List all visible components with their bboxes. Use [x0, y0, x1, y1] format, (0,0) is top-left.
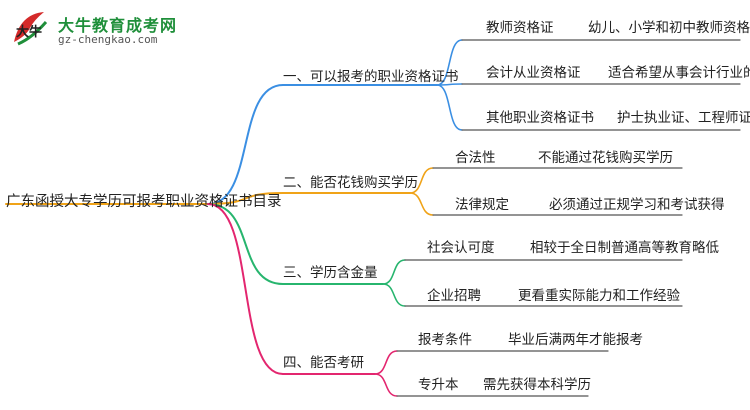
- logo-name: 大牛教育成考网: [58, 16, 178, 35]
- branch-2-item-2-label: 法律规定: [455, 197, 509, 213]
- branch-4-label: 四、能否考研: [283, 355, 364, 371]
- logo-mark-text: 大牛: [16, 24, 42, 40]
- branch-2-item-1-value: 不能通过花钱购买学历: [538, 150, 673, 166]
- branch-4-item-1-value: 毕业后满两年才能报考: [508, 332, 643, 348]
- branch-3-item-1-value: 相较于全日制普通高等教育略低: [530, 240, 719, 256]
- branch-1-item-1-label: 教师资格证: [486, 20, 554, 36]
- branch-3-connector: [207, 203, 284, 285]
- root-node: 广东函授大专学历可报考职业资格证书目录: [6, 194, 282, 210]
- branch-4-connector: [207, 203, 284, 375]
- branch-1-item-1-connector: [436, 39, 463, 86]
- branch-1-connector: [207, 84, 284, 205]
- branch-1-label: 一、可以报考的职业资格证书: [283, 69, 459, 85]
- branch-4-item-2-label: 专升本: [418, 377, 459, 393]
- branch-1-item-3-value: 护士执业证、工程师证等: [617, 110, 750, 126]
- branch-4-item-2-connector: [374, 373, 398, 397]
- branch-3-item-2-connector: [382, 283, 406, 307]
- branch-2-item-2-connector: [409, 192, 434, 216]
- branch-3-label: 三、学历含金量: [283, 265, 378, 281]
- branch-3-item-2-value: 更看重实际能力和工作经验: [518, 288, 680, 304]
- branch-2-item-2-value: 必须通过正规学习和考试获得: [549, 197, 725, 213]
- branch-4-item-1-connector: [374, 350, 398, 375]
- branch-1-item-3-label: 其他职业资格证书: [486, 110, 594, 126]
- branch-1-item-1-value: 幼儿、小学和初中教师资格: [588, 20, 750, 36]
- branch-2-label: 二、能否花钱购买学历: [283, 175, 418, 191]
- branch-2-connector: [207, 192, 284, 205]
- branch-3-item-1-connector: [382, 259, 406, 285]
- branch-1-item-2-value: 适合希望从事会计行业的人员: [608, 65, 750, 81]
- branch-2-item-1-label: 合法性: [455, 150, 496, 166]
- branch-1-item-2-label: 会计从业资格证: [486, 65, 581, 81]
- branch-2-item-1-connector: [409, 167, 434, 194]
- branch-4-item-2-value: 需先获得本科学历: [483, 377, 591, 393]
- branch-3-item-2-label: 企业招聘: [427, 288, 481, 304]
- site-logo[interactable]: 大牛 大牛教育成考网 gz-chengkao.com: [8, 6, 208, 52]
- branch-4-item-1-label: 报考条件: [418, 332, 472, 348]
- branch-3-item-1-label: 社会认可度: [427, 240, 495, 256]
- branch-1-item-3-connector: [436, 84, 463, 131]
- logo-mark-icon: 大牛: [14, 12, 48, 46]
- logo-url: gz-chengkao.com: [58, 33, 158, 46]
